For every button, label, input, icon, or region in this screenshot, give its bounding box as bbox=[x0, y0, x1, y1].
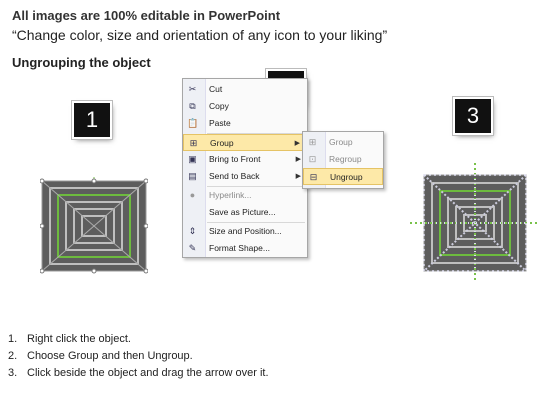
group-icon: ⊞ bbox=[308, 137, 317, 147]
menu-item-hyperlink: ● Hyperlink... bbox=[183, 187, 307, 204]
submenu-item-ungroup[interactable]: ⊟ Ungroup bbox=[303, 168, 383, 185]
menu-item-send-to-back[interactable]: ▤ Send to Back ▶ bbox=[183, 168, 307, 185]
regroup-icon: ⊡ bbox=[308, 154, 317, 164]
menu-item-paste[interactable]: 📋 Paste bbox=[187, 118, 231, 128]
list-item: 3.Click beside the object and drag the a… bbox=[8, 367, 269, 379]
context-menu: ✂ Cut ⧉ Copy 📋 Paste ⊞ Group ▶ ▣ Bring t… bbox=[182, 78, 308, 258]
menu-item-group[interactable]: ⊞ Group ▶ bbox=[183, 134, 307, 151]
menu-item-cut[interactable]: ✂ Cut bbox=[188, 84, 223, 94]
submenu-arrow-icon: ▶ bbox=[295, 156, 301, 163]
group-icon: ⊞ bbox=[189, 138, 198, 148]
step-badge-1: 1 bbox=[74, 103, 110, 137]
ungrouped-pyramid-shape[interactable] bbox=[410, 163, 540, 283]
menu-item-bring-to-front[interactable]: ▣ Bring to Front ▶ bbox=[183, 151, 307, 168]
group-submenu: ⊞ Group ⊡ Regroup ⊟ Ungroup bbox=[302, 131, 384, 189]
section-title: Ungrouping the object bbox=[12, 55, 151, 70]
format-shape-icon: ✎ bbox=[188, 243, 197, 253]
submenu-item-group: ⊞ Group bbox=[308, 137, 353, 147]
size-position-icon: ⇕ bbox=[188, 226, 197, 236]
headline: All images are 100% editable in PowerPoi… bbox=[12, 8, 281, 23]
step-badge-3: 3 bbox=[455, 99, 491, 133]
list-item: 2.Choose Group and then Ungroup. bbox=[8, 350, 193, 362]
ungroup-icon: ⊟ bbox=[309, 172, 318, 182]
submenu-arrow-icon: ▶ bbox=[294, 140, 300, 147]
list-item: 1.Right click the object. bbox=[8, 333, 131, 345]
menu-item-format-shape[interactable]: ✎ Format Shape... bbox=[188, 243, 270, 253]
scissors-icon: ✂ bbox=[188, 84, 197, 94]
bring-front-icon: ▣ bbox=[188, 154, 197, 164]
hyperlink-icon: ● bbox=[189, 190, 196, 200]
instruction-list: 1.Right click the object. 2.Choose Group… bbox=[8, 331, 269, 382]
paste-icon: 📋 bbox=[187, 118, 199, 128]
copy-icon: ⧉ bbox=[189, 101, 196, 111]
submenu-arrow-icon: ▶ bbox=[295, 173, 301, 180]
menu-item-copy[interactable]: ⧉ Copy bbox=[183, 98, 307, 115]
tagline: “Change color, size and orientation of a… bbox=[12, 27, 388, 43]
send-back-icon: ▤ bbox=[188, 171, 197, 181]
menu-item-size-and-position[interactable]: ⇕ Size and Position... bbox=[188, 226, 282, 236]
submenu-item-regroup: ⊡ Regroup bbox=[308, 154, 362, 164]
menu-item-save-as-picture[interactable]: Save as Picture... bbox=[209, 207, 276, 217]
grouped-pyramid-shape[interactable] bbox=[40, 177, 148, 275]
